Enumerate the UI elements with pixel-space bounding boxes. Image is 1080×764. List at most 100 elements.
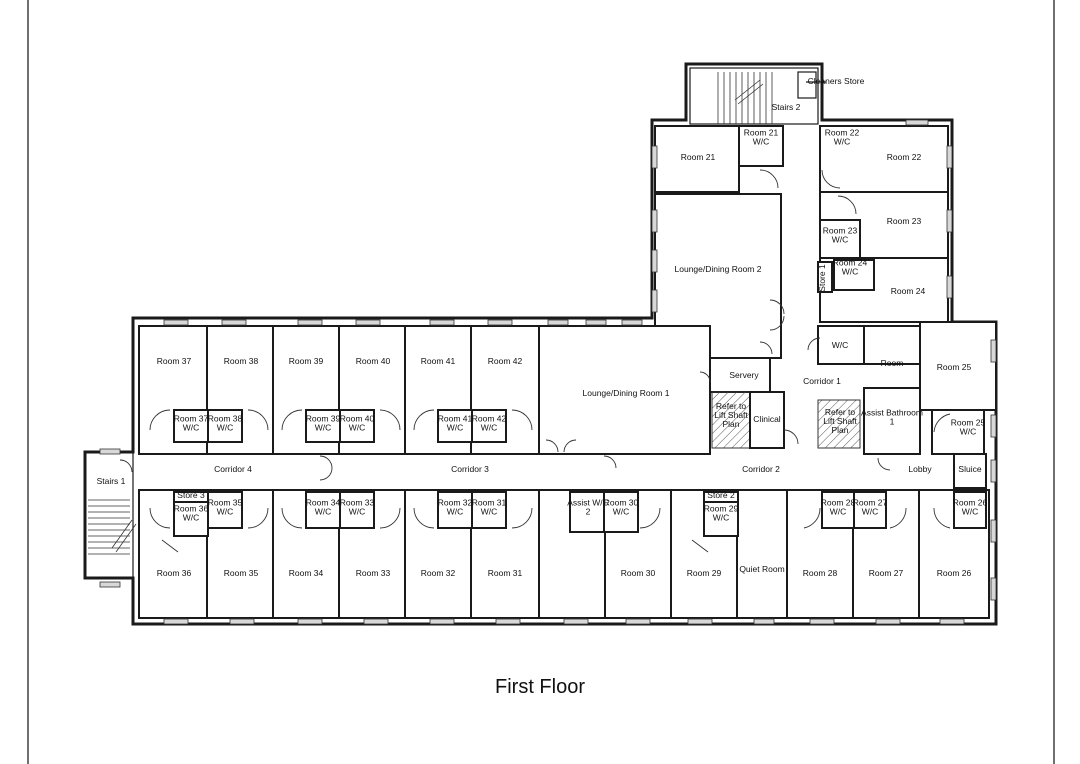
store-1-outline (817, 261, 833, 293)
door-swings (119, 169, 951, 553)
room-30-label: Room 30 (621, 568, 656, 578)
wc-outline (817, 325, 865, 365)
lobby-label: Lobby (908, 464, 932, 474)
servery-outline (709, 357, 771, 393)
room-26-wc-outline (953, 491, 987, 529)
sluice-label: Sluice (958, 464, 981, 474)
room-33-wc-outline (339, 491, 375, 529)
store-3-label: Store 3 (177, 490, 205, 500)
lift-shaft-b-outline (817, 399, 861, 449)
corridor-2-label: Corridor 2 (742, 464, 780, 474)
room-41-wc-outline (437, 409, 473, 443)
room-21-outline (654, 125, 740, 193)
assist-bathroom-1-outline (863, 387, 921, 455)
assist-wc-2-outline (569, 491, 605, 533)
room-34-label: Room 34 (289, 568, 324, 578)
room-33-label: Room 33 (356, 568, 391, 578)
room-21-wc-outline (738, 125, 784, 167)
sluice-outline (953, 453, 987, 489)
wc-label: W/C (832, 340, 849, 350)
room-40-wc-outline (339, 409, 375, 443)
room-36-label: Room 36 (157, 568, 192, 578)
corridor-1-label: Corridor 1 (803, 376, 841, 386)
lounge-1-outline (538, 325, 711, 455)
room-25-label: Room 25 (937, 362, 972, 372)
room-29-label: Room 29 (687, 568, 722, 578)
room-31-label: Room 31 (488, 568, 523, 578)
stairs-1-treads (84, 451, 137, 579)
corridor-4-label: Corridor 4 (214, 464, 252, 474)
stairs-2-treads (717, 71, 817, 124)
room-28-label: Room 28 (803, 568, 838, 578)
room-41-label: Room 41 (421, 356, 456, 366)
room-23-label: Room 23 (887, 216, 922, 226)
room-22-label: Room 22 (887, 152, 922, 162)
lounge-1-label: Lounge/Dining Room 1 (583, 388, 670, 398)
room-partial-label: Room (881, 358, 904, 368)
clinical-label: Clinical (753, 414, 781, 424)
room-25-outline (919, 321, 997, 411)
room-35-wc-outline (207, 491, 243, 529)
room-27-wc-outline (853, 491, 887, 529)
room-31-wc-outline (471, 491, 507, 529)
room-21-label: Room 21 (681, 152, 716, 162)
plan-title: First Floor (495, 676, 585, 698)
room-29-wc-outline (703, 501, 739, 537)
store-2-label: Store 2 (707, 490, 735, 500)
room-partial-outline (863, 325, 921, 365)
stairs-2-label: Stairs 2 (772, 102, 801, 112)
room-27-label: Room 27 (869, 568, 904, 578)
quiet-room-outline (736, 489, 788, 619)
room-42-label: Room 42 (488, 356, 523, 366)
room-24-label: Room 24 (891, 286, 926, 296)
room-24-wc-outline (833, 259, 875, 291)
room-35-label: Room 35 (224, 568, 259, 578)
room-40-label: Room 40 (356, 356, 391, 366)
quiet-room-label: Quiet Room (739, 564, 784, 574)
lounge-2-label: Lounge/Dining Room 2 (675, 264, 762, 274)
servery-label: Servery (729, 370, 759, 380)
room-25-wc-outline (931, 409, 985, 455)
room-38-label: Room 38 (224, 356, 259, 366)
lift-shaft-a-outline (711, 391, 751, 449)
room-42-wc-outline (471, 409, 507, 443)
room-30-wc-outline (603, 491, 639, 533)
room-37-label: Room 37 (157, 356, 192, 366)
clinical-outline (749, 391, 785, 449)
room-26-label: Room 26 (937, 568, 972, 578)
room-34-wc-outline (305, 491, 341, 529)
store-1-label: Store 1 (817, 264, 827, 292)
room-38-wc-outline (207, 409, 243, 443)
room-32-label: Room 32 (421, 568, 456, 578)
stairs-1-label: Stairs 1 (97, 476, 126, 486)
windows (99, 119, 997, 625)
